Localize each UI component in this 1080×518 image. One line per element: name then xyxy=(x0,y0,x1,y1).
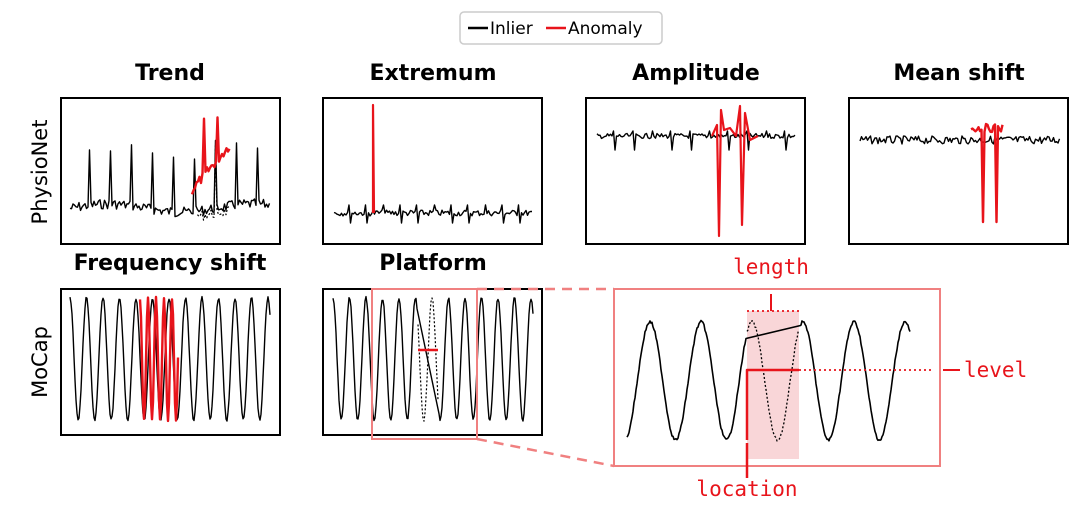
zoom-platform-line xyxy=(745,368,799,440)
legend-inlier-label: Inlier xyxy=(490,19,533,39)
panel-extremum xyxy=(322,97,543,245)
platform-inlier-line xyxy=(332,295,534,422)
annotation-length: length xyxy=(733,255,809,279)
panel-title-amplitude: Amplitude xyxy=(632,61,760,86)
platform-series xyxy=(332,295,534,422)
zoom-series xyxy=(626,319,911,442)
panel-mean-shift xyxy=(848,97,1069,245)
extremum-series xyxy=(333,103,532,224)
annotation-location: location xyxy=(696,477,797,501)
platform-original-dotted xyxy=(417,297,439,422)
frequency-shift-series xyxy=(69,295,271,423)
mean-shift-inlier-line xyxy=(859,135,1061,145)
panel-title-mean-shift: Mean shift xyxy=(893,61,1025,86)
zoom-original-dotted xyxy=(746,320,800,442)
legend-anomaly-label: Anomaly xyxy=(568,19,643,39)
amplitude-inlier-line xyxy=(596,130,796,151)
panel-title-extremum: Extremum xyxy=(369,61,496,86)
trend-series xyxy=(69,116,271,221)
row-label-mocap: MoCap xyxy=(28,326,52,398)
extremum-anomaly-spike xyxy=(371,103,376,214)
extremum-inlier-line xyxy=(333,204,532,224)
panel-title-trend: Trend xyxy=(135,61,205,86)
legend: Inlier Anomaly xyxy=(459,11,663,45)
trend-anomaly-line xyxy=(190,116,231,195)
trend-inlier-line xyxy=(69,139,271,218)
amplitude-series xyxy=(596,104,796,238)
trend-original-dotted xyxy=(197,144,231,221)
frequency-inlier-line xyxy=(69,295,271,422)
platform-highlight xyxy=(747,311,799,459)
panel-title-frequency-shift: Frequency shift xyxy=(74,251,267,276)
zoom-source-box xyxy=(371,288,478,440)
annotation-level: level xyxy=(964,358,1027,382)
mean-shift-series xyxy=(859,122,1061,224)
amplitude-anomaly-line xyxy=(710,104,759,238)
zoom-inlier-line xyxy=(626,319,911,442)
panel-trend xyxy=(60,97,281,245)
mean-shift-anomaly-line xyxy=(970,122,1004,224)
frequency-anomaly-line xyxy=(138,295,180,423)
row-label-physionet: PhysioNet xyxy=(28,120,52,225)
panel-amplitude xyxy=(585,97,806,245)
panel-title-platform: Platform xyxy=(379,251,487,276)
zoom-connector-bottom xyxy=(476,437,615,468)
